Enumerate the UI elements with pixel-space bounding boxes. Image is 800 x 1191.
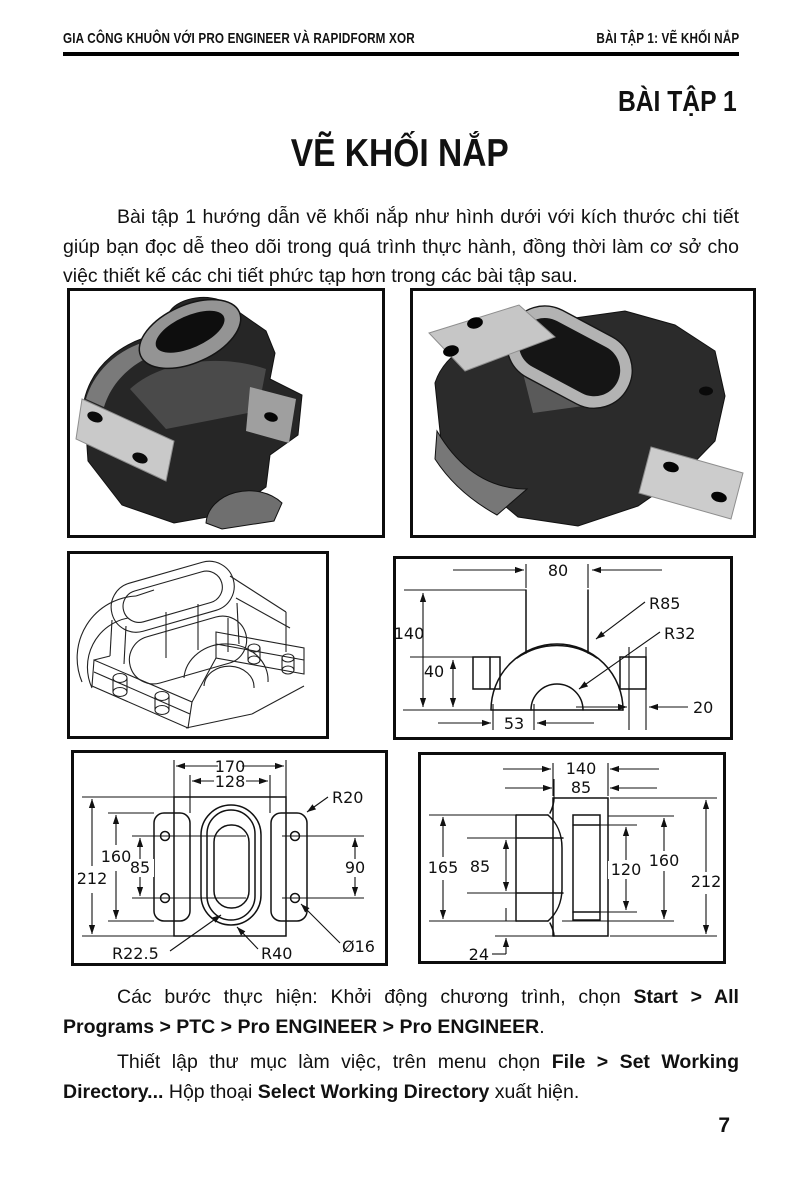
side-view-dimension-lines xyxy=(429,763,717,955)
page-title-text: VẼ KHỐI NẮP xyxy=(290,132,510,175)
render-left-art xyxy=(75,297,303,530)
step-paragraph-1: Các bước thực hiện: Khởi động chương trì… xyxy=(63,982,739,1042)
dimension-label: R20 xyxy=(332,788,363,807)
page-number: 7 xyxy=(718,1114,730,1137)
dimension-label: Ø16 xyxy=(342,937,375,956)
dimension-label: 85 xyxy=(571,778,591,797)
dimension-label: 85 xyxy=(130,858,150,877)
lesson-kicker: BÀI TẬP 1 xyxy=(618,86,737,118)
render-right-art xyxy=(428,304,744,527)
step-text: Hộp thoại xyxy=(163,1081,258,1103)
dimension-label: 160 xyxy=(101,847,132,866)
figure-wireframe xyxy=(67,551,329,739)
side-view-geometry xyxy=(515,797,609,937)
dimension-label: R22.5 xyxy=(112,944,159,963)
dimension-label: 53 xyxy=(504,714,524,733)
step-text: Thiết lập thư mục làm việc, trên menu ch… xyxy=(117,1051,552,1073)
dimension-label: 212 xyxy=(691,872,722,891)
step-paragraph-2: Thiết lập thư mục làm việc, trên menu ch… xyxy=(63,1047,739,1107)
dimension-label: 165 xyxy=(428,858,459,877)
figure-3d-render-left xyxy=(67,288,385,538)
dimension-label: 212 xyxy=(77,869,108,888)
figure-3d-render-right xyxy=(410,288,756,538)
step-text: . xyxy=(539,1016,545,1038)
side-view-drawing: 140 85 165 85 120 160 212 24 xyxy=(424,759,723,961)
dimension-label: 128 xyxy=(215,772,246,791)
running-header-left: GIA CÔNG KHUÔN VỚI PRO ENGINEER VÀ RAPID… xyxy=(63,30,415,47)
wireframe-lines xyxy=(76,560,305,729)
side-view-dimension-labels: 140 85 165 85 120 160 212 24 xyxy=(424,759,723,961)
top-view-drawing: 170 128 R20 212 160 85 90 Ø16 R22.5 R40 xyxy=(76,757,375,963)
dimension-label: 160 xyxy=(649,851,680,870)
front-view-dimension-lines xyxy=(403,564,688,730)
dimension-label: R85 xyxy=(649,594,680,613)
figure-front-view: 80 140 40 53 20 R85 R32 xyxy=(393,556,733,740)
figure-side-view: 140 85 165 85 120 160 212 24 xyxy=(418,752,726,964)
top-view-dimension-lines xyxy=(82,760,364,952)
running-header-right: BÀI TẬP 1: VẼ KHỐI NẮP xyxy=(596,30,739,47)
dimension-label: 24 xyxy=(469,945,489,961)
figure-top-view: 170 128 R20 212 160 85 90 Ø16 R22.5 R40 xyxy=(71,750,388,966)
front-view-dimension-labels: 80 140 40 53 20 R85 R32 xyxy=(396,561,713,733)
dimension-label: 140 xyxy=(566,759,597,778)
dimension-label: 90 xyxy=(345,858,365,877)
dimension-label: 85 xyxy=(470,857,490,876)
dimension-label: 120 xyxy=(611,860,642,879)
intro-paragraph: Bài tập 1 hướng dẫn vẽ khối nắp như hình… xyxy=(63,206,739,287)
front-view-geometry xyxy=(472,589,647,711)
step-dialog-name: Select Working Directory xyxy=(257,1081,490,1103)
top-view-geometry xyxy=(153,796,308,937)
step-menu-path: Start > All Programs > PTC > Pro ENGINEE… xyxy=(63,986,739,1038)
step-menu-path: File > Set Working Directory... xyxy=(63,1051,739,1103)
dimension-label: R40 xyxy=(261,944,292,963)
dimension-label: 170 xyxy=(215,757,246,776)
dimension-label: 80 xyxy=(548,561,568,580)
step-text: Các bước thực hiện: Khởi động chương trì… xyxy=(117,986,634,1008)
front-view-drawing: 80 140 40 53 20 R85 R32 xyxy=(396,561,713,733)
dimension-label: R32 xyxy=(664,624,695,643)
header-rule xyxy=(63,52,739,56)
step-text: xuất hiện. xyxy=(489,1081,580,1103)
dimension-label: 140 xyxy=(396,624,424,643)
wireframe-art xyxy=(76,560,305,729)
dimension-label: 40 xyxy=(424,662,444,681)
top-view-dimension-labels: 170 128 R20 212 160 85 90 Ø16 R22.5 R40 xyxy=(76,757,375,963)
dimension-label: 20 xyxy=(693,698,713,717)
page-title: VẼ KHỐI NẮP xyxy=(0,132,800,176)
